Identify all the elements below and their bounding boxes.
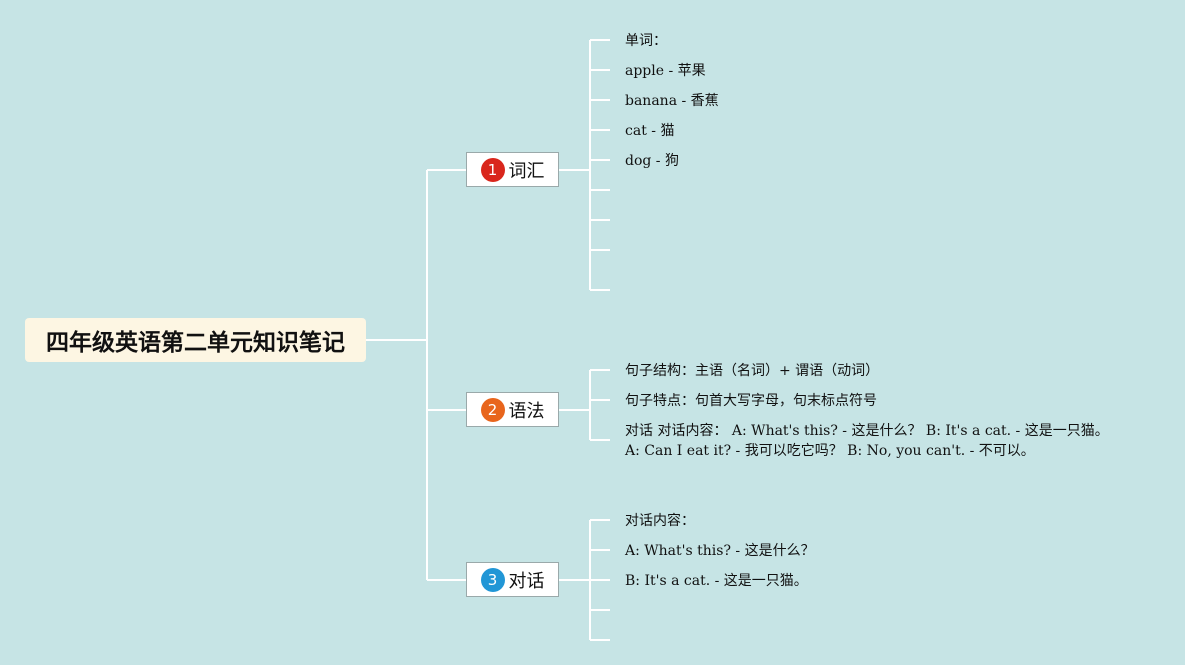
- leaf-topic[interactable]: banana - 香蕉: [625, 93, 719, 109]
- branch-topic-dialogue[interactable]: 3 对话: [466, 562, 559, 597]
- number-badge-icon: 3: [480, 567, 505, 592]
- leaf-topic[interactable]: 句子结构：主语（名词）+ 谓语（动词）: [625, 363, 880, 379]
- branch-topic-label: 语法: [508, 400, 545, 422]
- leaf-topic[interactable]: 句子特点：句首大写字母，句末标点符号: [625, 393, 877, 409]
- branch-topic-label: 对话: [508, 570, 545, 592]
- leaf-topic[interactable]: A: What's this? - 这是什么？: [625, 543, 815, 559]
- leaf-topic[interactable]: B: It's a cat. - 这是一只猫。: [625, 573, 808, 589]
- number-badge-icon: 2: [480, 397, 505, 422]
- branch-topic-grammar[interactable]: 2 语法: [466, 392, 559, 427]
- leaf-topic[interactable]: 对话内容：: [625, 513, 695, 529]
- branch-topic-label: 词汇: [508, 160, 545, 182]
- branch-3-ticks: [590, 519, 610, 641]
- root-topic[interactable]: 四年级英语第二单元知识笔记: [25, 318, 366, 362]
- branch-topic-vocabulary[interactable]: 1 词汇: [466, 152, 559, 187]
- leaf-topic[interactable]: dog - 狗: [625, 153, 679, 169]
- leaf-topic[interactable]: 对话 对话内容： A: What's this? - 这是什么？ B: It's…: [625, 423, 1109, 459]
- leaf-topic[interactable]: 单词：: [625, 33, 667, 49]
- branch-2-ticks: [590, 369, 610, 441]
- leaf-topic[interactable]: cat - 猫: [625, 123, 675, 139]
- leaf-topic[interactable]: apple - 苹果: [625, 63, 706, 79]
- branch-1-ticks: [590, 39, 610, 291]
- number-badge-icon: 1: [480, 157, 505, 182]
- root-topic-title: 四年级英语第二单元知识笔记: [46, 330, 345, 356]
